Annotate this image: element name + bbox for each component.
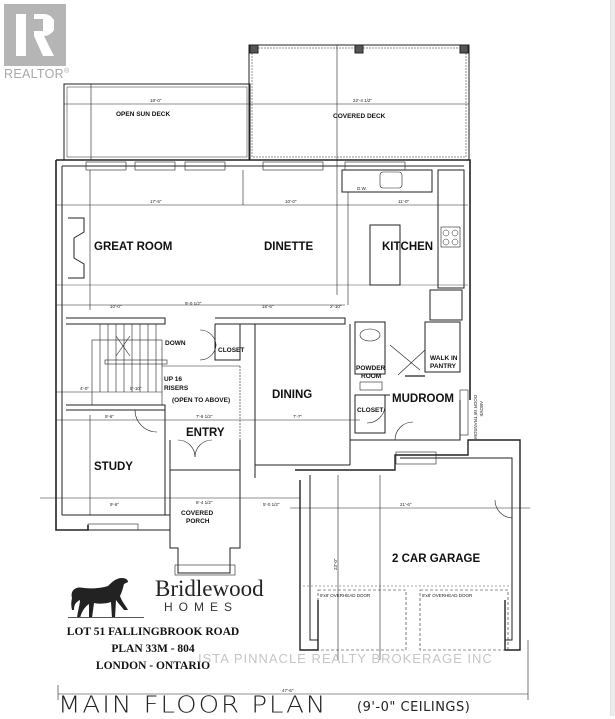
brand-sub: HOMES	[164, 600, 239, 614]
room-kitchen: KITCHEN	[382, 241, 433, 253]
room-powder: POWDER	[356, 365, 386, 372]
ceiling-height: (9'-0" CEILINGS)	[357, 700, 471, 715]
dim-mid-gap: 9'-0 1/2"	[185, 301, 202, 306]
brand-rule	[68, 617, 144, 618]
realtor-label: REALTOR	[4, 67, 64, 81]
horse-icon	[71, 578, 128, 618]
room-porch: PORCH	[186, 518, 210, 525]
label-dw: D.W.	[357, 186, 367, 191]
dim-stair-right: 5'-10"	[130, 386, 142, 391]
dim-great-room-lower: 10'-0"	[110, 304, 122, 309]
room-entry: ENTRY	[186, 427, 225, 439]
dim-covered-deck: 22'-4 1/2"	[353, 98, 372, 103]
room-mudroom: MUDROOM	[392, 393, 454, 405]
room-open-sun-deck: OPEN SUN DECK	[116, 111, 170, 118]
dim-dining: 7'-7"	[293, 414, 302, 419]
label-transom-above: ABOVE	[479, 401, 484, 417]
dim-kitchen: 11'-0"	[398, 199, 410, 204]
lot-info: LOT 51 FALLINGBROOK ROAD PLAN 33M - 804 …	[58, 624, 248, 675]
lot-line-2: PLAN 33M - 804	[111, 643, 195, 655]
scrollbar[interactable]	[610, 0, 615, 716]
plan-title: MAIN FLOOR PLAN	[58, 692, 328, 719]
dim-overall: 47'-6"	[282, 688, 294, 693]
room-garage: 2 CAR GARAGE	[392, 553, 481, 565]
house-walls	[40, 159, 530, 700]
room-covered-deck: COVERED DECK	[333, 113, 386, 120]
deck-outline	[63, 44, 470, 295]
room-closet-front: CLOSET	[218, 347, 244, 354]
brand-name: Bridlewood	[155, 576, 264, 601]
room-walkin: WALK IN	[430, 355, 458, 362]
dim-great-room: 17'-5"	[150, 199, 162, 204]
room-closet-mud: CLOSET	[357, 407, 383, 414]
label-overhead-door-1: 9'x8' OVERHEAD DOOR	[320, 593, 371, 598]
dim-entry: 7'-9 1/2"	[196, 414, 213, 419]
dim-stair-left: 4'-0"	[80, 386, 89, 391]
dim-dinette-lower: 18'-6"	[262, 304, 274, 309]
label-overhead-door-2: 9'x8' OVERHEAD DOOR	[422, 593, 473, 598]
lot-line-1: LOT 51 FALLINGBROOK ROAD	[66, 626, 240, 638]
dim-sun-deck: 18'-0"	[150, 98, 162, 103]
dim-study-upper: 9'-6"	[105, 414, 114, 419]
dim-right-lower: 2'-10"	[330, 304, 342, 309]
realtor-r-icon	[4, 4, 66, 66]
room-great-room: GREAT ROOM	[94, 241, 172, 253]
realtor-reg: ®	[64, 67, 70, 75]
dim-dinette: 10'-0"	[285, 199, 297, 204]
label-transom: DOOR W/ TRANSOM	[473, 395, 478, 439]
room-pantry: PANTRY	[430, 363, 457, 370]
dim-study-lower: 9'-6"	[110, 502, 119, 507]
label-open-to-above: (OPEN TO ABOVE)	[172, 397, 230, 404]
brokerage-watermark: ISTA PINNACLE REALTY BROKERAGE INC	[198, 651, 493, 666]
label-up-risers: UP 16	[164, 376, 182, 383]
dim-porch: 6'-4 1/2"	[196, 500, 213, 505]
realtor-wordmark: REALTOR®	[4, 67, 70, 81]
label-down: DOWN	[165, 340, 186, 347]
room-dinette: DINETTE	[264, 241, 314, 253]
room-powder-2: ROOM	[361, 373, 381, 380]
label-risers: RISERS	[164, 385, 189, 392]
room-covered-porch: COVERED	[181, 510, 213, 517]
dim-right-of-porch: 5'-0 1/2"	[263, 502, 280, 507]
room-study: STUDY	[94, 461, 133, 473]
lot-line-3: LONDON - ONTARIO	[95, 660, 211, 672]
room-dining: DINING	[272, 389, 312, 401]
realtor-logo: REALTOR®	[4, 4, 70, 81]
dim-garage-depth: 23'-0"	[333, 558, 338, 570]
dim-garage-width: 21'-6"	[400, 502, 412, 507]
